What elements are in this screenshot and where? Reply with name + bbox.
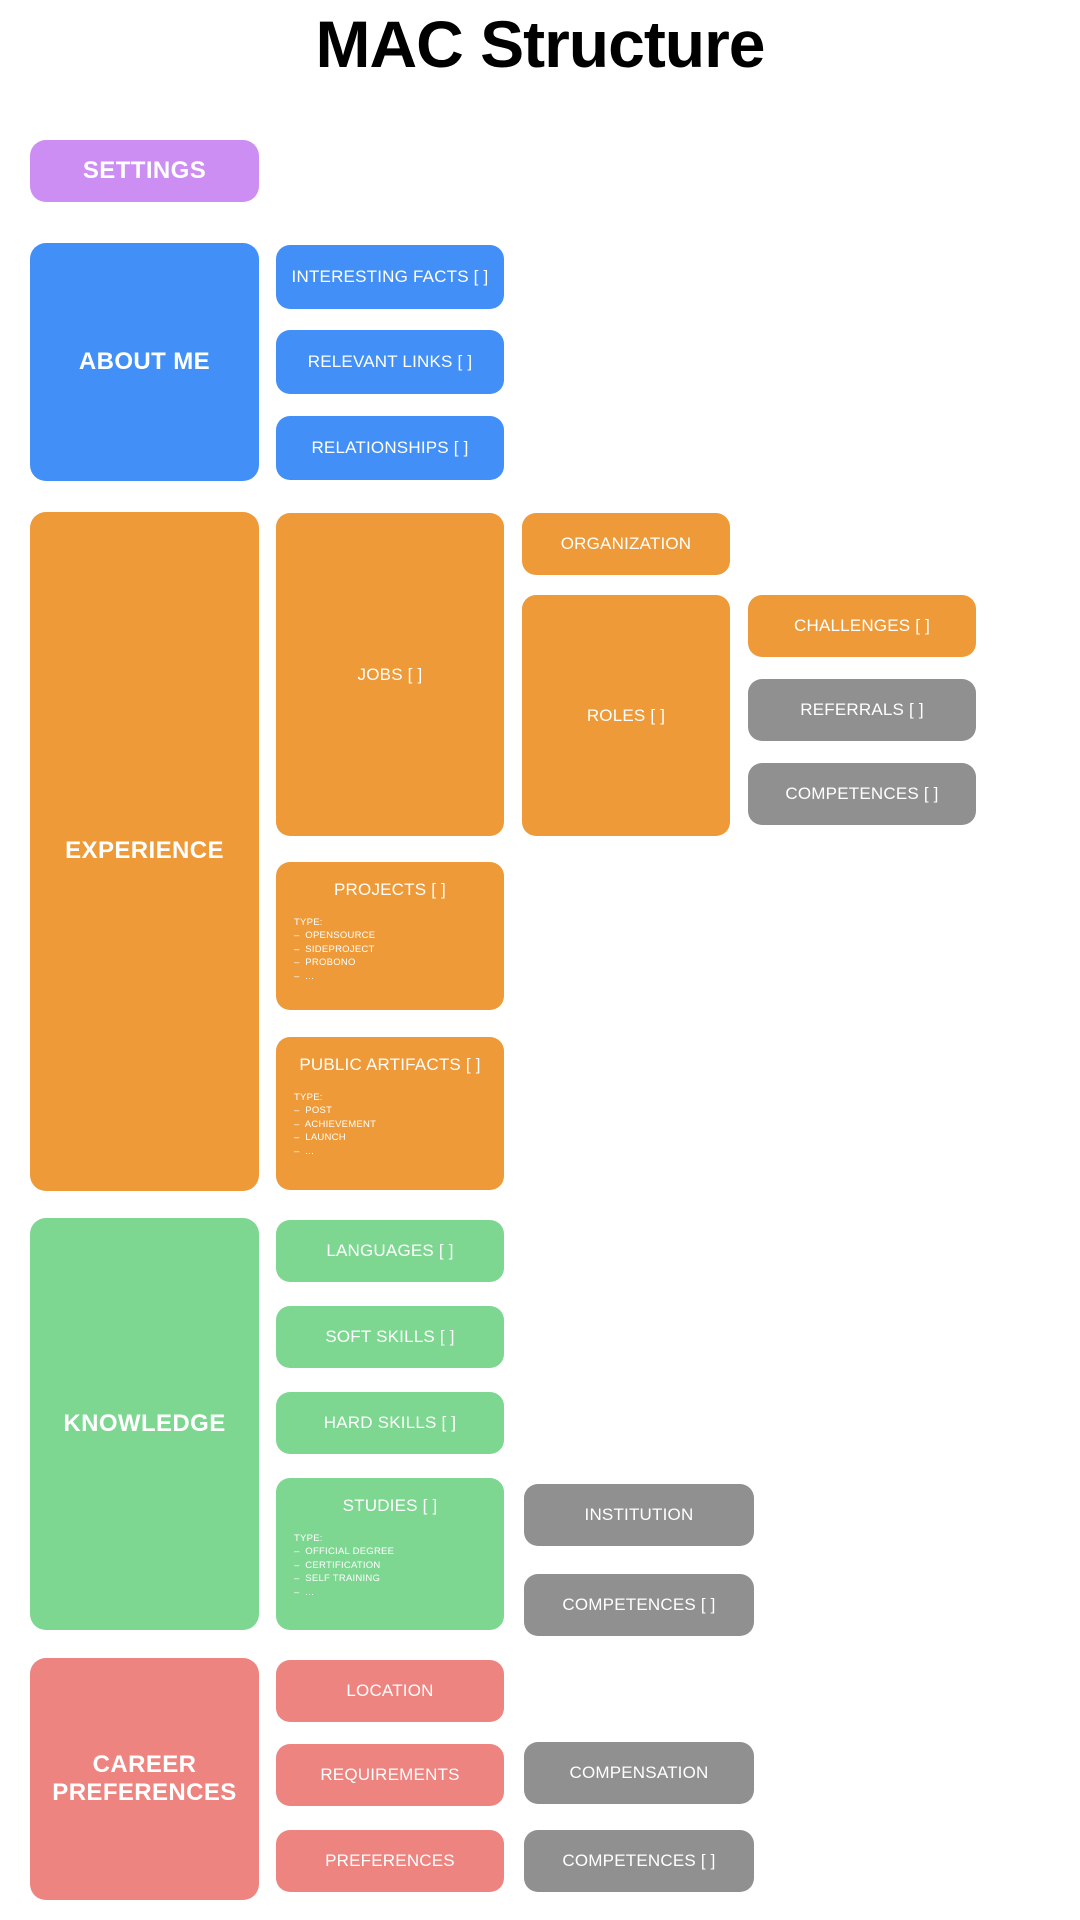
node-location[interactable]: LOCATION <box>276 1660 504 1722</box>
node-soft-skills-label: SOFT SKILLS [ ] <box>325 1327 455 1346</box>
public-artifacts-type-list: TYPE: – POST – ACHIEVEMENT – LAUNCH – ..… <box>276 1091 504 1158</box>
projects-type-head: TYPE: <box>294 917 323 928</box>
projects-type-item: – ... <box>294 970 314 982</box>
projects-type-item: – OPENSOURCE <box>294 930 376 942</box>
node-hard-skills[interactable]: HARD SKILLS [ ] <box>276 1392 504 1454</box>
node-institution-label: INSTITUTION <box>584 1505 694 1524</box>
node-jobs-label: JOBS [ ] <box>357 664 423 684</box>
studies-type-item: – OFFICIAL DEGREE <box>294 1546 395 1558</box>
node-projects-label: PROJECTS [ ] <box>334 880 446 899</box>
node-preferences-label: PREFERENCES <box>325 1851 455 1870</box>
node-preferences[interactable]: PREFERENCES <box>276 1830 504 1892</box>
projects-type-list: TYPE: – OPENSOURCE – SIDEPROJECT – PROBO… <box>276 916 504 983</box>
node-roles[interactable]: ROLES [ ] <box>522 595 730 836</box>
node-languages-label: LANGUAGES [ ] <box>326 1241 454 1260</box>
node-experience-competences[interactable]: COMPETENCES [ ] <box>748 763 976 825</box>
node-settings[interactable]: SETTINGS <box>30 140 259 202</box>
node-experience-label: EXPERIENCE <box>65 837 224 865</box>
projects-type-item: – SIDEPROJECT <box>294 943 375 955</box>
node-experience-competences-label: COMPETENCES [ ] <box>785 784 939 803</box>
node-challenges[interactable]: CHALLENGES [ ] <box>748 595 976 657</box>
node-relationships-label: RELATIONSHIPS [ ] <box>311 438 469 457</box>
node-languages[interactable]: LANGUAGES [ ] <box>276 1220 504 1282</box>
node-career-preferences[interactable]: CAREER PREFERENCES <box>30 1658 259 1900</box>
node-about-me-label: ABOUT ME <box>78 347 211 375</box>
node-relevant-links-label: RELEVANT LINKS [ ] <box>307 352 473 371</box>
page-title: MAC Structure <box>315 7 765 81</box>
node-knowledge-competences[interactable]: COMPETENCES [ ] <box>524 1574 754 1636</box>
node-projects[interactable]: PROJECTS [ ] TYPE: – OPENSOURCE – SIDEPR… <box>276 862 504 1010</box>
studies-type-item: – ... <box>294 1586 314 1598</box>
node-knowledge[interactable]: KNOWLEDGE <box>30 1218 259 1630</box>
projects-type-item: – PROBONO <box>294 957 356 969</box>
node-public-artifacts-label: PUBLIC ARTIFACTS [ ] <box>299 1055 481 1074</box>
node-studies-label: STUDIES [ ] <box>342 1496 438 1515</box>
node-about-me[interactable]: ABOUT ME <box>30 243 259 481</box>
node-roles-label: ROLES [ ] <box>586 705 666 725</box>
public-artifacts-type-item: – POST <box>294 1105 333 1117</box>
node-career-preferences-label-line1: CAREER <box>92 1750 197 1778</box>
public-artifacts-type-item: – ... <box>294 1145 314 1157</box>
node-requirements[interactable]: REQUIREMENTS <box>276 1744 504 1806</box>
studies-type-item: – SELF TRAINING <box>294 1573 381 1585</box>
node-compensation-label: COMPENSATION <box>569 1763 709 1782</box>
node-interesting-facts[interactable]: INTERESTING FACTS [ ] <box>276 245 504 309</box>
public-artifacts-type-head: TYPE: <box>294 1092 323 1103</box>
public-artifacts-type-item: – LAUNCH <box>294 1132 346 1144</box>
node-interesting-facts-label: INTERESTING FACTS [ ] <box>291 267 489 286</box>
studies-type-item: – CERTIFICATION <box>294 1559 381 1571</box>
node-referrals-label: REFERRALS [ ] <box>800 700 924 719</box>
node-compensation[interactable]: COMPENSATION <box>524 1742 754 1804</box>
node-public-artifacts[interactable]: PUBLIC ARTIFACTS [ ] TYPE: – POST – ACHI… <box>276 1037 504 1190</box>
node-requirements-label: REQUIREMENTS <box>320 1765 460 1784</box>
node-career-preferences-label-line2: PREFERENCES <box>52 1779 237 1806</box>
node-relevant-links[interactable]: RELEVANT LINKS [ ] <box>276 330 504 394</box>
node-studies[interactable]: STUDIES [ ] TYPE: – OFFICIAL DEGREE – CE… <box>276 1478 504 1630</box>
node-knowledge-label: KNOWLEDGE <box>63 1409 226 1437</box>
studies-type-head: TYPE: <box>294 1533 323 1544</box>
node-referrals[interactable]: REFERRALS [ ] <box>748 679 976 741</box>
node-jobs[interactable]: JOBS [ ] <box>276 513 504 836</box>
node-experience[interactable]: EXPERIENCE <box>30 512 259 1191</box>
studies-type-list: TYPE: – OFFICIAL DEGREE – CERTIFICATION … <box>276 1532 504 1599</box>
node-institution[interactable]: INSTITUTION <box>524 1484 754 1546</box>
node-knowledge-competences-label: COMPETENCES [ ] <box>562 1595 716 1614</box>
node-organization[interactable]: ORGANIZATION <box>522 513 730 575</box>
node-organization-label: ORGANIZATION <box>560 534 692 553</box>
node-challenges-label: CHALLENGES [ ] <box>793 616 930 635</box>
node-location-label: LOCATION <box>346 1681 434 1700</box>
node-career-competences[interactable]: COMPETENCES [ ] <box>524 1830 754 1892</box>
node-career-competences-label: COMPETENCES [ ] <box>562 1851 716 1870</box>
public-artifacts-type-item: – ACHIEVEMENT <box>294 1118 377 1130</box>
node-relationships[interactable]: RELATIONSHIPS [ ] <box>276 416 504 480</box>
node-hard-skills-label: HARD SKILLS [ ] <box>323 1413 457 1432</box>
node-soft-skills[interactable]: SOFT SKILLS [ ] <box>276 1306 504 1368</box>
node-settings-label: SETTINGS <box>82 156 207 184</box>
